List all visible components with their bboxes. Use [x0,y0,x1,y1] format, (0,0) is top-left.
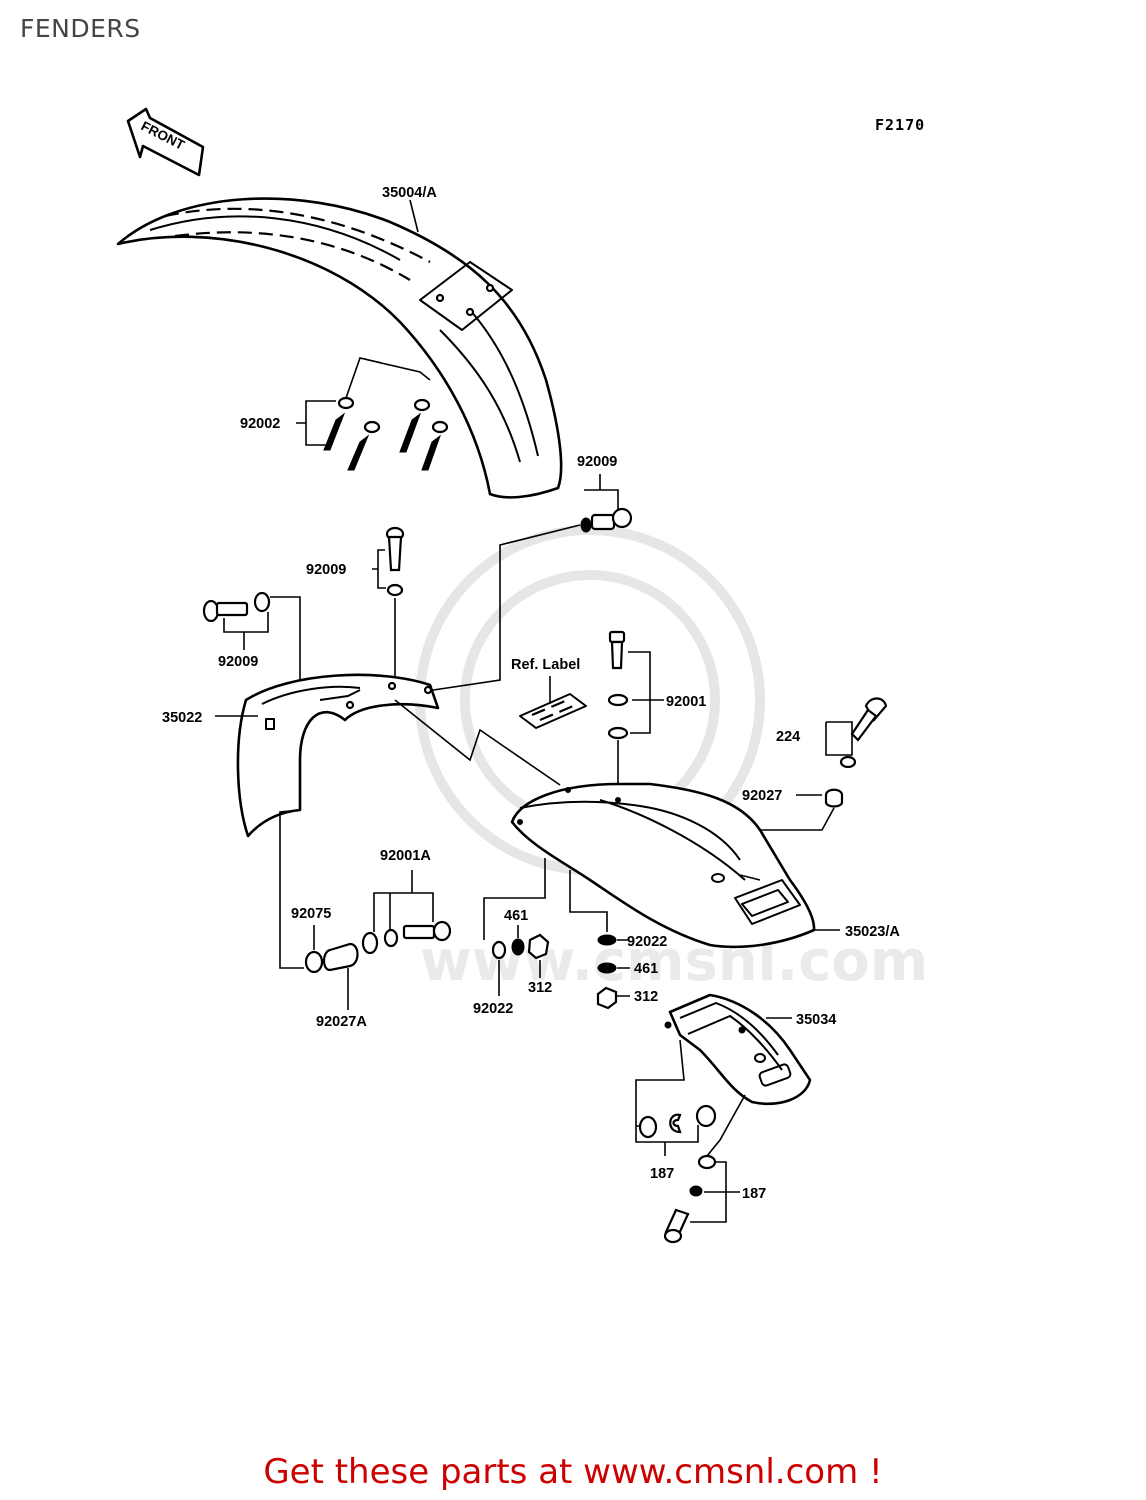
front-arrow-icon: FRONT [126,107,205,177]
fender-flap [664,993,812,1106]
footer-link[interactable]: Get these parts at www.cmsnl.com ! [263,1452,883,1492]
label-35022: 35022 [162,710,202,726]
label-461-right: 461 [634,961,658,977]
label-187-b: 187 [742,1186,766,1202]
figure-code: F2170 [875,116,926,134]
label-92001: 92001 [666,694,706,710]
bolt-92009-upper [580,507,633,533]
label-92075: 92075 [291,906,331,922]
bolt-92001 [607,630,629,740]
damper-92027a [322,942,359,972]
label-35004: 35004/A [382,185,437,201]
front-fender [116,197,563,499]
clip-224 [839,697,888,769]
label-35023: 35023/A [845,924,900,940]
damper-92027 [824,788,844,808]
ref-label [519,693,587,729]
nut-stack-right [596,934,618,1010]
bolt-92009-left [202,591,271,623]
label-35034: 35034 [796,1012,836,1028]
label-461-left: 461 [504,908,528,924]
page-title: FENDERS [20,14,141,43]
rear-inner-fender [236,673,440,838]
flap-bolt-187-a [638,1104,717,1139]
label-224: 224 [776,729,800,745]
label-92002: 92002 [240,416,280,432]
front-fender-bolts [323,396,449,471]
nut-stack-left [491,933,550,960]
label-92009-left: 92009 [218,654,258,670]
bolt-92009-vertical [385,526,405,597]
label-92027: 92027 [742,788,782,804]
collar-92001a [361,920,452,955]
flap-bolt-187-b [663,1154,717,1244]
rear-fender [510,782,816,949]
label-92009-upper: 92009 [577,454,617,470]
watermark-text: www.cmsnl.com [420,929,928,994]
label-92009-vertical: 92009 [306,562,346,578]
label-312-left: 312 [528,980,552,996]
spacer-92075 [304,950,324,974]
label-92022-right: 92022 [627,934,667,950]
label-187-a: 187 [650,1166,674,1182]
label-312-right: 312 [634,989,658,1005]
label-92001a: 92001A [380,848,431,864]
label-ref-label: Ref. Label [511,657,580,673]
label-92022-left: 92022 [473,1001,513,1017]
label-92027a: 92027A [316,1014,367,1030]
